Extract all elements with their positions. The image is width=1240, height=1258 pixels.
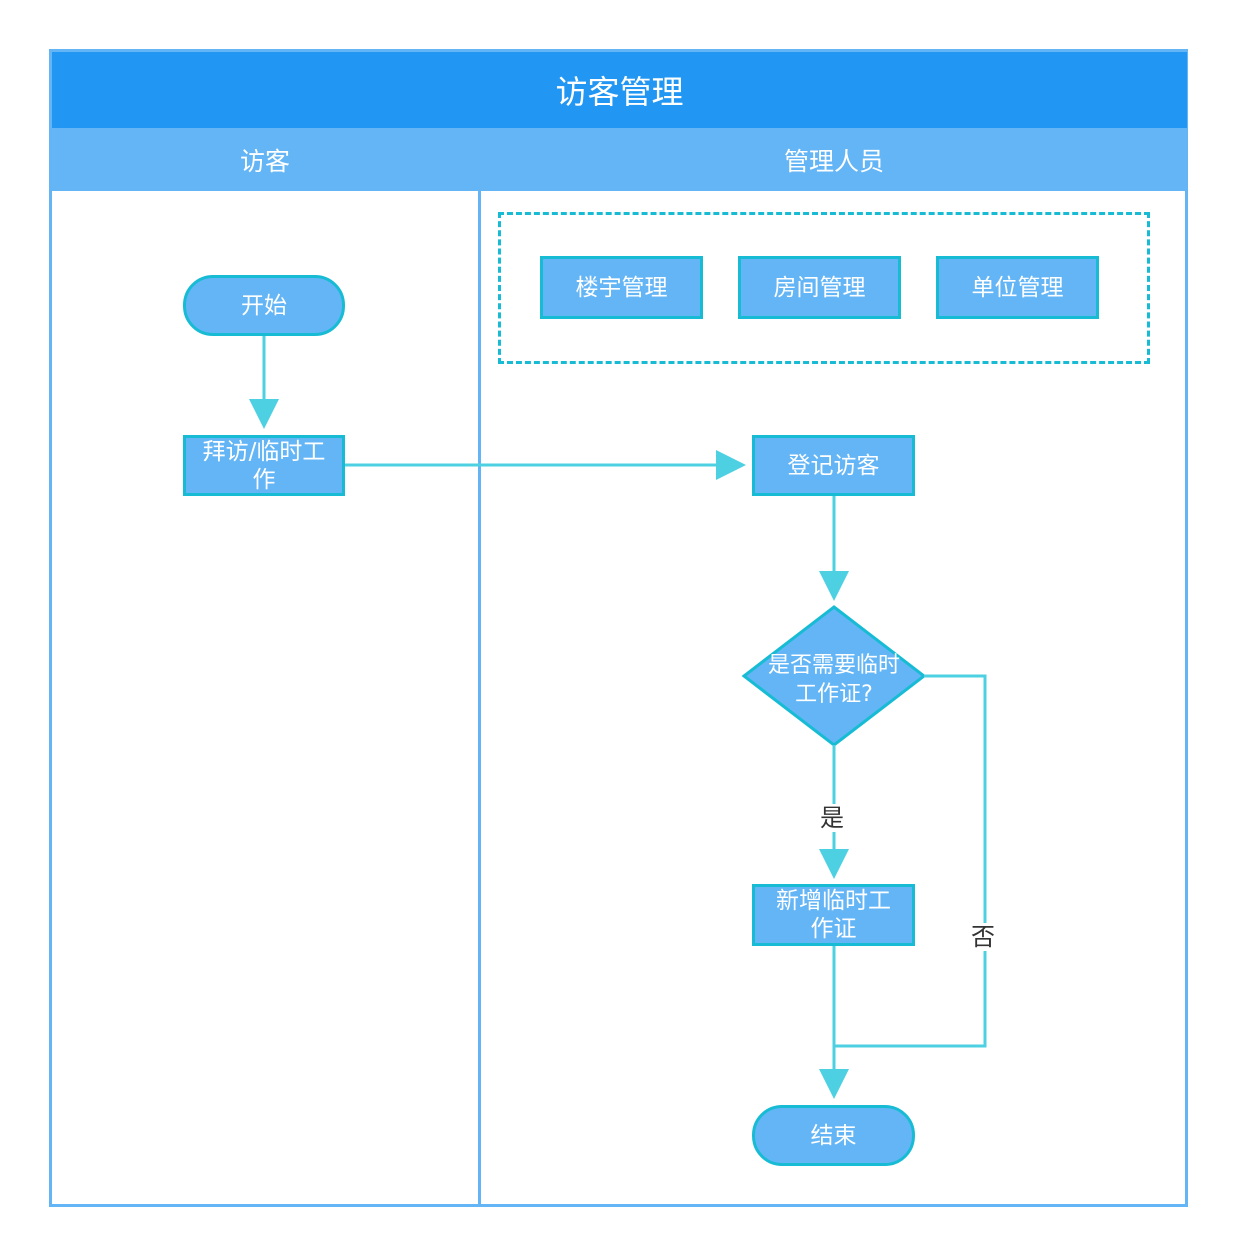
swimlane-frame [49, 49, 1188, 1207]
group-item-unit[interactable]: 单位管理 [936, 256, 1099, 319]
register-visitor-node[interactable]: 登记访客 [752, 435, 915, 496]
group-item-room[interactable]: 房间管理 [738, 256, 901, 319]
end-node[interactable]: 结束 [752, 1105, 915, 1166]
edge-label-no: 否 [971, 923, 995, 951]
group-item-building[interactable]: 楼宇管理 [540, 256, 703, 319]
edge-label-yes: 是 [820, 804, 844, 832]
visit-node[interactable]: 拜访/临时工作 [183, 435, 345, 496]
management-group-box [498, 212, 1150, 364]
decision-label: 是否需要临时工作证? [767, 653, 900, 707]
lane-header-manager: 管理人员 [481, 128, 1187, 191]
lane-header-visitor: 访客 [52, 128, 478, 191]
diagram-title: 访客管理 [52, 52, 1187, 128]
add-permit-node[interactable]: 新增临时工作证 [752, 884, 915, 946]
lane-divider [478, 128, 481, 1207]
edge-decision-no [834, 674, 987, 1048]
start-node[interactable]: 开始 [183, 275, 345, 336]
